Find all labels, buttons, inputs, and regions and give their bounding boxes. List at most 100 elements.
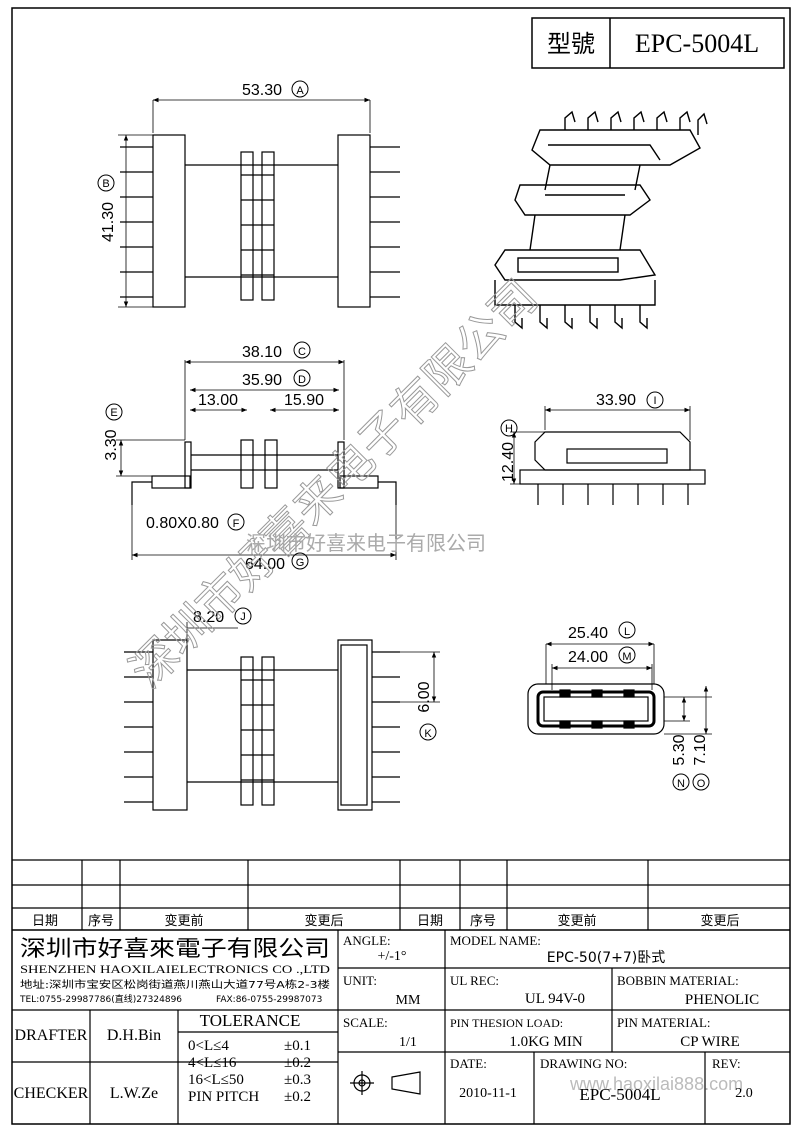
- rev-header-before-2: 变更前: [557, 913, 596, 929]
- tolerance-range-4: PIN PITCH: [188, 1089, 259, 1105]
- dim-k-marker-label: K: [424, 728, 432, 740]
- dim-e-value: 3.30: [103, 429, 120, 460]
- rev-header-before-1: 变更前: [164, 913, 203, 929]
- ul-rec-label: UL REC:: [450, 973, 499, 988]
- pin-material-label: PIN MATERIAL:: [617, 1015, 711, 1030]
- dim-n-marker: [672, 773, 690, 791]
- company-fax: FAX:86-0755-29987073: [216, 995, 322, 1005]
- rev-value: 2.0: [735, 1086, 753, 1101]
- dim-m-marker-label: M: [622, 651, 631, 663]
- dim-n-marker-label: N: [677, 778, 685, 790]
- dim-f-marker: [227, 513, 245, 531]
- dim-e-marker: [105, 403, 123, 421]
- dim-d-marker: [293, 369, 311, 387]
- dim-c-value: 38.10: [242, 344, 282, 361]
- dim-b-marker: [97, 174, 115, 192]
- scale-value: 1/1: [399, 1035, 417, 1050]
- checker-value: L.W.Ze: [110, 1085, 158, 1102]
- rev-header-date-1: 日期: [32, 914, 58, 929]
- dim-1590-value: 15.90: [284, 392, 324, 409]
- rev-header-no-2: 序号: [470, 914, 496, 929]
- rev-header-after-2: 变更后: [700, 913, 739, 929]
- pin-load-label: PIN THESION LOAD:: [450, 1016, 563, 1030]
- tolerance-value-1: ±0.1: [284, 1038, 311, 1054]
- watermark-diagonal: 深圳市好喜来电子有限公司: [120, 269, 549, 698]
- title-block: [12, 930, 790, 1124]
- dim-g-value: 64.00: [245, 556, 285, 573]
- rev-label: REV:: [712, 1056, 741, 1071]
- dim-b-marker-label: B: [102, 178, 109, 190]
- company-name-en: SHENZHEN HAOXILAIELECTRONICS CO .,LTD: [20, 962, 330, 976]
- angle-label: ANGLE:: [343, 933, 391, 948]
- dim-j-value: 8.20: [193, 609, 224, 626]
- tolerance-label: TOLERANCE: [200, 1011, 301, 1030]
- rev-header-no-1: 序号: [88, 914, 114, 929]
- tolerance-range-2: 4<L≤16: [188, 1055, 237, 1071]
- dim-o-marker-label: O: [697, 778, 706, 790]
- checker-label: CHECKER: [14, 1085, 89, 1102]
- dim-h-value: 12.40: [500, 442, 517, 482]
- angle-value: +/-1°: [377, 949, 406, 964]
- tolerance-value-2: ±0.2: [284, 1055, 311, 1071]
- dim-a-marker: [291, 80, 309, 98]
- tolerance-range-1: 0<L≤4: [188, 1038, 229, 1054]
- dim-h-marker-label: H: [505, 423, 513, 435]
- pins-left: [120, 146, 153, 298]
- pin-material-value: CP WIRE: [680, 1034, 740, 1050]
- dim-i-marker-label: I: [653, 395, 656, 407]
- dim-o-value: 7.10: [692, 734, 709, 765]
- bobbin-material-label: BOBBIN MATERIAL:: [617, 973, 739, 988]
- scale-label: SCALE:: [343, 1015, 388, 1030]
- sheet-border: [11, 7, 791, 1125]
- dim-f-value: 0.80X0.80: [146, 515, 219, 532]
- dim-b-value: 41.30: [100, 202, 117, 242]
- unit-label: UNIT:: [343, 973, 377, 988]
- drafter-value: D.H.Bin: [107, 1027, 161, 1044]
- dim-l-marker: [618, 621, 636, 639]
- model-value: EPC-5004L: [635, 29, 759, 58]
- end-view: [510, 406, 706, 505]
- dim-a-marker-label: A: [296, 85, 304, 97]
- dim-k-marker: [419, 723, 437, 741]
- drafter-label: DRAFTER: [15, 1027, 88, 1044]
- dim-i-value: 33.90: [596, 392, 636, 409]
- company-tel: TEL:0755-29987786(直线)27324896: [19, 993, 182, 1005]
- dim-d-marker-label: D: [298, 374, 306, 386]
- company-name-cn: 深圳市好喜來電子有限公司: [20, 937, 330, 962]
- dim-13-value: 13.00: [198, 392, 238, 409]
- model-box: 型號 EPC-5004L: [531, 17, 785, 69]
- unit-value: MM: [396, 993, 421, 1008]
- dim-f-marker-label: F: [233, 518, 240, 530]
- model-name-label: MODEL NAME:: [450, 933, 541, 948]
- section-view: [527, 641, 712, 735]
- dim-n-value: 5.30: [671, 734, 688, 765]
- dim-l-value: 25.40: [568, 625, 608, 642]
- date-value: 2010-11-1: [459, 1086, 517, 1101]
- projection-symbol-icon: [350, 1071, 421, 1095]
- ul-rec-value: UL 94V-0: [525, 991, 585, 1007]
- watermark-horizontal: 深圳市好喜来电子有限公司: [246, 531, 486, 555]
- side-view: [116, 359, 397, 560]
- bottom-view: [124, 622, 440, 811]
- dim-c-marker: [293, 341, 311, 359]
- tolerance-range-3: 16<L≤50: [188, 1072, 244, 1088]
- date-label: DATE:: [450, 1056, 487, 1071]
- watermark-site: www.haoxilai888.com: [569, 1074, 743, 1094]
- dim-m-value: 24.00: [568, 649, 608, 666]
- top-view: [118, 97, 400, 308]
- rev-header-date-2: 日期: [417, 914, 443, 929]
- dim-e-marker-label: E: [110, 407, 117, 419]
- model-name-value: EPC-50(7+7)卧式: [547, 950, 665, 966]
- isometric-view: [494, 110, 708, 330]
- revision-table: [12, 859, 790, 931]
- drawing-no-value: EPC-5004L: [579, 1085, 660, 1104]
- dim-h-marker: [500, 419, 518, 437]
- pin-load-value: 1.0KG MIN: [509, 1034, 582, 1050]
- dim-o-marker: [692, 773, 710, 791]
- dim-m-marker: [618, 646, 636, 664]
- model-label: 型號: [547, 30, 595, 58]
- dim-j-marker-label: J: [240, 611, 246, 623]
- company-address: 地址:深圳市宝安区松岗街道燕川燕山大道77号A栋2-3楼: [20, 978, 330, 991]
- tolerance-value-3: ±0.3: [284, 1072, 311, 1088]
- dim-c-marker-label: C: [298, 346, 306, 358]
